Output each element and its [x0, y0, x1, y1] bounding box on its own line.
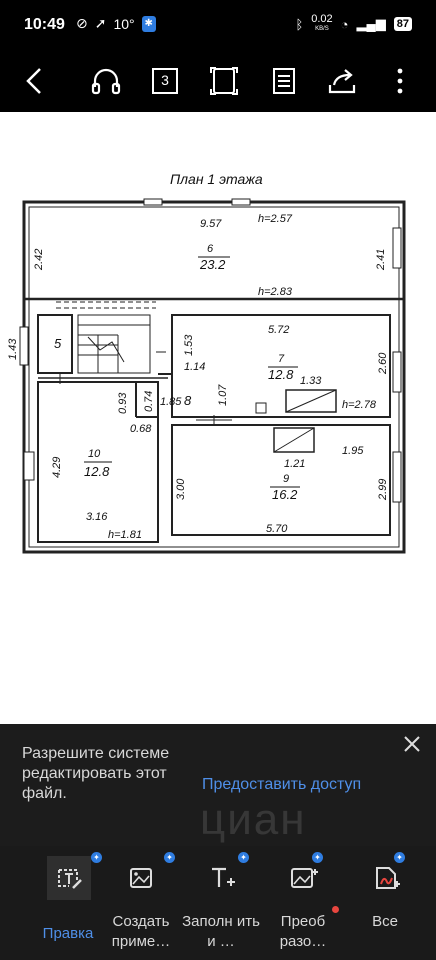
image-annotate-icon — [130, 868, 152, 888]
grant-access-button[interactable]: Предоставить доступ — [202, 776, 362, 793]
dim-label: 1.33 — [300, 375, 322, 387]
dim-label: 2.60 — [377, 352, 389, 375]
battery-indicator: 87 — [393, 17, 412, 31]
dim-label: 4.29 — [51, 457, 63, 478]
tool-all[interactable]: ✦ Все — [344, 846, 426, 960]
page-count: 3 — [161, 72, 169, 88]
room-number: 9 — [283, 473, 289, 485]
room-area: 12.8 — [84, 464, 110, 479]
all-tools-icon — [376, 867, 400, 889]
room-area: 12.8 — [268, 367, 294, 382]
share-button[interactable] — [324, 63, 360, 99]
tool-fill-sign[interactable]: ✦ Заполн ить и … — [180, 846, 262, 960]
back-arrow-icon — [26, 68, 41, 94]
dim-label: 0.74 — [143, 391, 155, 412]
page-number-icon — [152, 68, 178, 94]
dim-label: 3.00 — [175, 478, 187, 500]
page-count-button[interactable]: 3 — [147, 63, 183, 99]
tool-label: Правка — [42, 925, 94, 942]
dim-label: 3.16 — [86, 511, 108, 523]
tool-create-note[interactable]: ✦ Создать приме… — [100, 846, 182, 960]
fit-screen-button[interactable] — [206, 63, 242, 99]
dim-label: 5.72 — [268, 324, 289, 336]
permission-banner: Разрешите системе редактировать этот фай… — [0, 724, 436, 846]
dim-label: 0.93 — [117, 392, 129, 414]
room-area: 23.2 — [199, 257, 226, 272]
top-toolbar: 3 — [0, 50, 436, 112]
document-page[interactable]: План 1 этажа 9.57 h=2.57 6 23.2 2.42 2.4… — [0, 112, 436, 724]
room-number: 6 — [207, 243, 214, 255]
ai-badge-icon: ✦ — [91, 852, 102, 863]
navigation-icon: ➚ — [94, 15, 107, 31]
room-area: 16.2 — [272, 487, 298, 502]
convert-image-icon — [291, 868, 318, 888]
ai-badge-icon: ✦ — [164, 852, 175, 863]
back-button[interactable] — [18, 63, 54, 99]
fill-text-icon — [212, 867, 235, 887]
close-icon — [404, 736, 420, 752]
more-vertical-icon — [397, 68, 403, 94]
status-time: 10:49 — [24, 16, 65, 33]
signal-icon: ▂▄▆ — [356, 16, 386, 31]
check-circle-icon: ⊘ — [76, 15, 88, 31]
reader-mode-button[interactable] — [266, 63, 302, 99]
room-number: 10 — [88, 448, 101, 460]
tool-label: Создать приме… — [111, 913, 171, 950]
read-aloud-button[interactable] — [88, 63, 124, 99]
dim-label: 1.43 — [7, 338, 19, 360]
height-label: h=2.83 — [258, 286, 293, 298]
room-number: 7 — [278, 353, 285, 365]
dim-label: 2.42 — [33, 249, 45, 271]
ai-badge-icon: ✦ — [238, 852, 249, 863]
edit-text-icon — [58, 869, 82, 889]
dim-label: 1.53 — [183, 334, 195, 356]
dim-label: 2.41 — [375, 249, 387, 271]
fit-screen-icon — [210, 67, 238, 95]
dim-label: 1.85 — [160, 396, 182, 408]
edit-toolbar: ✦ Правка ✦ Создать приме… ✦ Заполн ить и… — [0, 846, 436, 960]
room-number: 8 — [184, 393, 192, 408]
dim-label: 1.21 — [284, 458, 305, 470]
dim-label: 1.07 — [217, 384, 229, 406]
ai-badge-icon: ✦ — [312, 852, 323, 863]
height-label: h=1.81 — [108, 529, 142, 541]
room-number: 5 — [54, 336, 62, 351]
dim-label: 1.95 — [342, 445, 364, 457]
height-label: h=2.57 — [258, 213, 293, 225]
floor-plan-drawing: План 1 этажа 9.57 h=2.57 6 23.2 2.42 2.4… — [7, 171, 406, 554]
dim-label: 1.14 — [184, 361, 205, 373]
dim-label: 9.57 — [200, 218, 222, 230]
reader-mode-icon — [273, 68, 295, 94]
banner-message: Разрешите системе редактировать этот фай… — [22, 745, 170, 802]
plan-title: План 1 этажа — [170, 171, 263, 187]
dim-label: 0.68 — [130, 423, 152, 435]
weather-temperature: 10° — [113, 15, 135, 32]
tool-edit[interactable]: ✦ Правка — [27, 846, 109, 960]
net-speed: 0.02 KB/S — [311, 13, 333, 33]
more-button[interactable] — [382, 63, 418, 99]
ai-badge-icon: ✦ — [394, 852, 405, 863]
banner-close-button[interactable] — [400, 732, 424, 756]
height-label: h=2.78 — [342, 399, 377, 411]
tool-label: Все — [372, 913, 398, 930]
status-bar: 10:49 ⊘ ➚ 10° ✱ ᛒ 0.02 KB/S ◔ ▂▄▆ 87 — [0, 0, 436, 50]
headphones-icon — [91, 68, 121, 95]
dim-label: 2.99 — [377, 479, 389, 501]
shield-app-icon: ✱ — [141, 15, 156, 32]
tool-label: Преоб разо… — [279, 913, 327, 950]
share-icon — [328, 69, 356, 94]
bluetooth-icon: ᛒ — [295, 16, 304, 32]
tool-convert[interactable]: ✦ Преоб разо… — [262, 846, 344, 960]
new-badge-dot — [332, 906, 339, 913]
tool-label: Заполн ить и … — [182, 913, 260, 950]
wifi-icon: ◔ — [340, 16, 349, 32]
dim-label: 5.70 — [266, 523, 288, 535]
